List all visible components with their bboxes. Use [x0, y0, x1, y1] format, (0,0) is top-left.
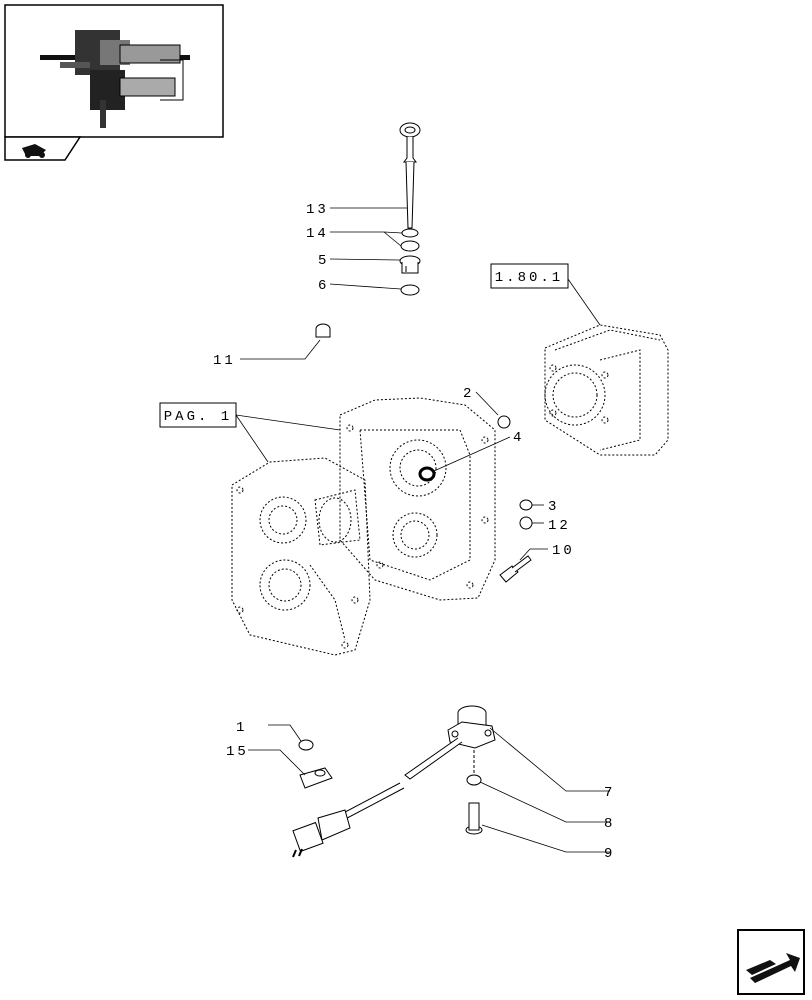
- seal-4: [418, 466, 436, 482]
- page-ref-label: PAG. 1: [164, 409, 232, 425]
- callout-13: 13: [306, 202, 329, 218]
- bolt-10: [499, 555, 532, 583]
- plug-2: [497, 415, 511, 429]
- o-ring-6: [400, 284, 420, 296]
- callout-6: 6: [318, 278, 329, 294]
- o-ring-12: [519, 516, 533, 530]
- assembly-thumbnail: [40, 30, 190, 128]
- callout-11: 11: [213, 353, 236, 369]
- callout-5: 5: [318, 253, 329, 269]
- clamp-15: [299, 767, 333, 789]
- washer-8: [466, 774, 482, 786]
- callout-12: 12: [548, 518, 571, 534]
- section-ref-label: 1.80.1: [495, 270, 563, 286]
- plug-11: [315, 323, 331, 338]
- plug-5: [399, 255, 421, 274]
- transmission-housing-rear: [339, 397, 496, 601]
- screw-9: [465, 802, 483, 835]
- callout-4: 4: [513, 430, 524, 446]
- washer-1: [298, 739, 314, 751]
- housing-1-80-1: [544, 324, 669, 456]
- callout-7: 7: [604, 785, 615, 801]
- callout-15: 15: [226, 744, 249, 760]
- o-ring-14b: [400, 240, 420, 252]
- callout-2: 2: [463, 386, 474, 402]
- callout-8: 8: [604, 816, 615, 832]
- o-ring-3: [519, 499, 533, 511]
- callout-14: 14: [306, 226, 329, 242]
- transmission-housing-front: [231, 457, 371, 656]
- next-page-arrow-icon: [746, 953, 800, 983]
- o-ring-14a: [401, 228, 419, 238]
- speed-sensor-7: [292, 705, 496, 858]
- callout-3: 3: [548, 499, 559, 515]
- page-ref-box[interactable]: PAG. 1: [159, 402, 237, 428]
- dipstick: [399, 122, 421, 229]
- callout-9: 9: [604, 846, 615, 862]
- callout-10: 10: [552, 543, 575, 559]
- tractor-icon[interactable]: [22, 144, 46, 158]
- thumbnail-panel[interactable]: [4, 4, 224, 161]
- section-ref-box[interactable]: 1.80.1: [490, 263, 569, 289]
- callout-1: 1: [236, 720, 247, 736]
- next-page-button[interactable]: [737, 929, 805, 995]
